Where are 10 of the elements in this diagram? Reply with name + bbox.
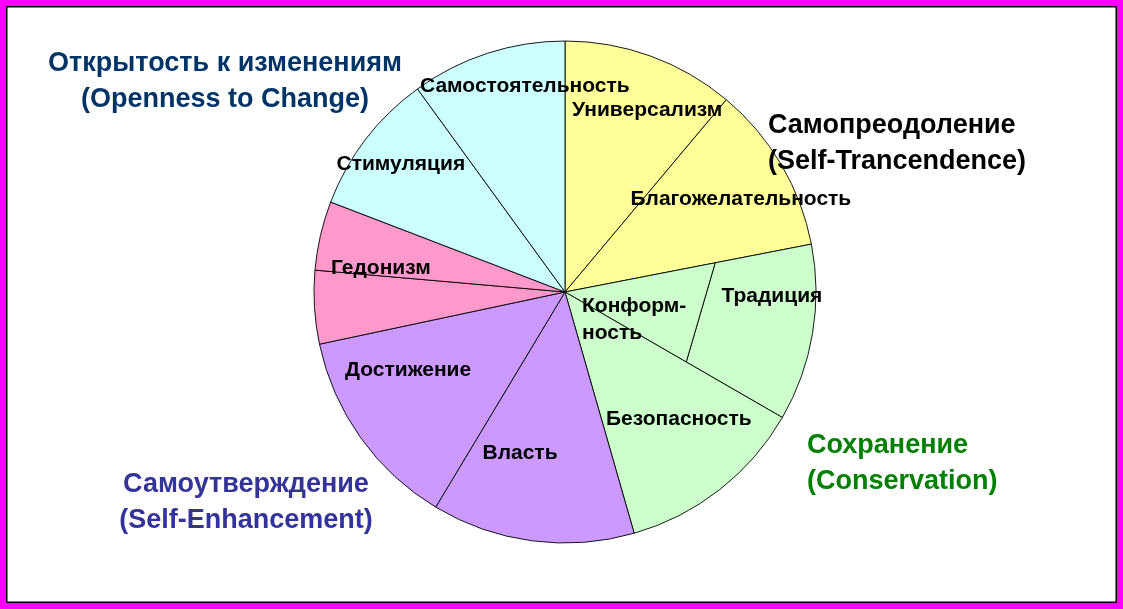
quadrant-label: Сохранение (Conservation) [807, 428, 999, 497]
slice-label: Власть [482, 438, 558, 465]
quadrant-label: Открытость к изменениям (Openness to Change) [47, 46, 403, 115]
slice-label: Традиция [721, 281, 823, 308]
quadrant-label: Самоутверждение (Self-Enhancement) [118, 467, 374, 536]
slice-label: Универсализм [572, 95, 723, 122]
slice-label: Безопасность [606, 404, 752, 431]
slice-label: Достижение [345, 355, 472, 382]
slice-label: Стимуляция [336, 149, 466, 176]
slice-label: Гедонизм [331, 253, 431, 280]
